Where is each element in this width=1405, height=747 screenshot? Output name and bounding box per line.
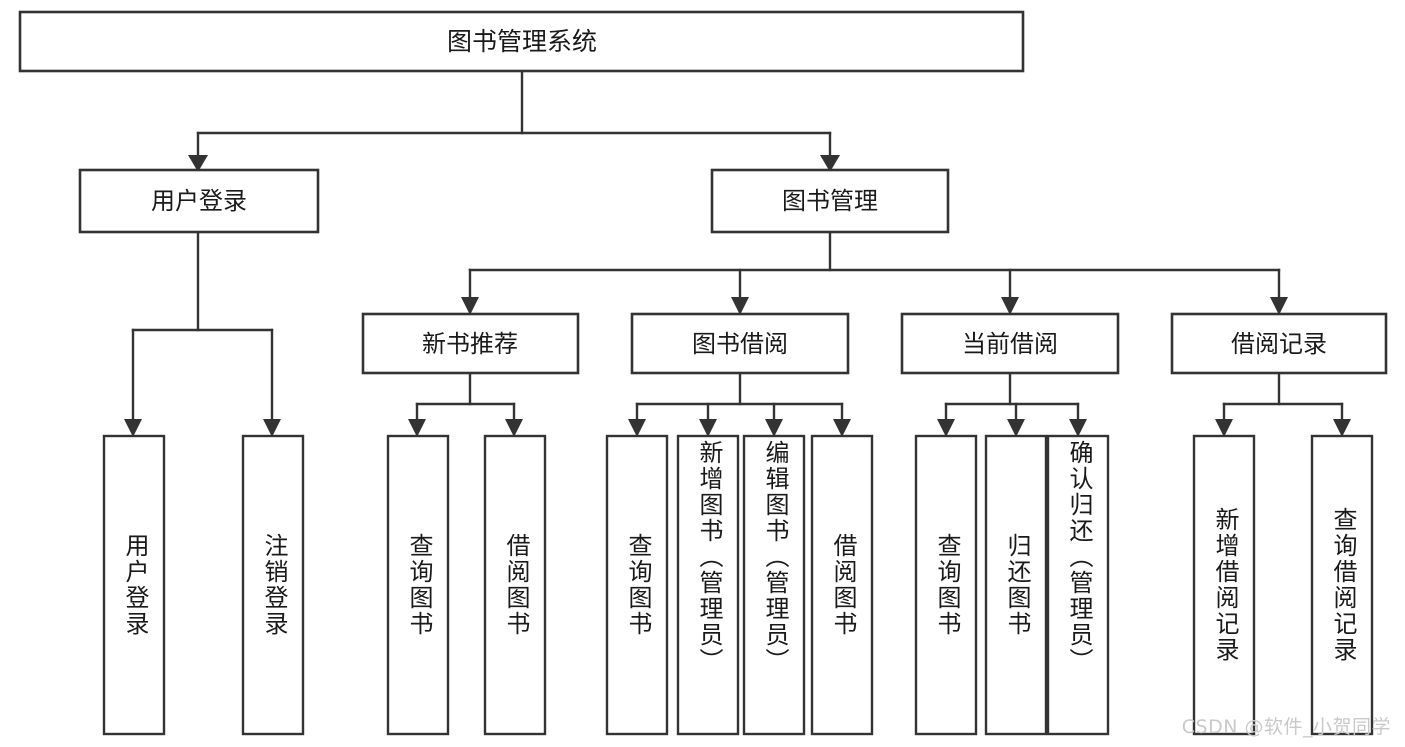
leaf-query-book-1-box[interactable] [386, 434, 450, 736]
leaf-query-book-3-box[interactable] [914, 434, 978, 736]
arrowhead-leaf-user-login [124, 419, 142, 437]
leaf-edit-book-box[interactable] [742, 434, 806, 736]
arrowhead-book-borrow [731, 297, 749, 315]
arrowhead-borrow-record [1270, 297, 1288, 315]
node-new-book-recommend-box[interactable] [361, 312, 580, 375]
leaf-borrow-book-1-box[interactable] [483, 434, 547, 736]
node-user-login[interactable]: 用户登录 [78, 168, 320, 234]
node-user-login-box[interactable] [78, 168, 320, 234]
arrowhead-leaf-query-record [1333, 419, 1351, 437]
arrowhead-book-management [820, 155, 840, 172]
node-current-borrow[interactable]: 当前借阅 [900, 312, 1120, 375]
node-borrow-record[interactable]: 借阅记录 [1170, 312, 1388, 375]
node-book-borrow[interactable]: 图书借阅 [630, 312, 850, 375]
arrowhead-leaf-query-book-3 [937, 419, 955, 437]
node-root-system-label: 图书管理系统 [447, 27, 597, 56]
node-current-borrow-label: 当前借阅 [962, 330, 1058, 358]
node-new-book-recommend[interactable]: 新书推荐 [361, 312, 580, 375]
node-book-borrow-box[interactable] [630, 312, 850, 375]
arrowhead-leaf-borrow-book-1 [505, 419, 523, 437]
leaf-return-book-box[interactable] [984, 434, 1048, 736]
arrowhead-current-borrow [1001, 297, 1019, 315]
leaf-user-login-box[interactable] [102, 434, 166, 736]
node-root-system[interactable]: 图书管理系统 [18, 10, 1025, 73]
arrowhead-leaf-edit-book [765, 419, 783, 437]
node-root-system-box[interactable] [18, 10, 1025, 73]
arrowhead-new-book-recommend [461, 297, 479, 315]
leaf-logout-login-box[interactable] [241, 434, 305, 736]
arrowhead-leaf-logout-login [263, 419, 281, 437]
arrowhead-leaf-query-book-1 [408, 419, 426, 437]
arrowhead-leaf-query-book-2 [628, 419, 646, 437]
csdn-watermark: CSDN @软件_小贺同学 [1181, 716, 1391, 738]
node-user-login-label: 用户登录 [151, 187, 247, 215]
leaf-borrow-book-2-box[interactable] [810, 434, 874, 736]
leaf-confirm-return-box[interactable] [1046, 434, 1110, 736]
leaf-add-record-box[interactable] [1192, 434, 1256, 736]
arrowhead-leaf-add-record [1215, 419, 1233, 437]
node-current-borrow-box[interactable] [900, 312, 1120, 375]
leaf-box-group [102, 434, 1374, 736]
arrowhead-leaf-return-book [1007, 419, 1025, 437]
leaf-query-record-box[interactable] [1310, 434, 1374, 736]
connector-group [124, 69, 1351, 437]
node-new-book-recommend-label: 新书推荐 [422, 330, 518, 358]
node-book-management[interactable]: 图书管理 [710, 168, 950, 234]
node-borrow-record-box[interactable] [1170, 312, 1388, 375]
arrowhead-user-login [188, 155, 208, 172]
node-book-management-label: 图书管理 [782, 187, 878, 215]
node-borrow-record-label: 借阅记录 [1231, 330, 1327, 358]
leaf-query-book-2-box[interactable] [605, 434, 669, 736]
arrowhead-leaf-borrow-book-2 [833, 419, 851, 437]
arrowhead-leaf-add-book [699, 419, 717, 437]
node-book-borrow-label: 图书借阅 [692, 330, 788, 358]
arrowhead-leaf-confirm-return [1069, 419, 1087, 437]
node-book-management-box[interactable] [710, 168, 950, 234]
leaf-add-book-box[interactable] [676, 434, 740, 736]
